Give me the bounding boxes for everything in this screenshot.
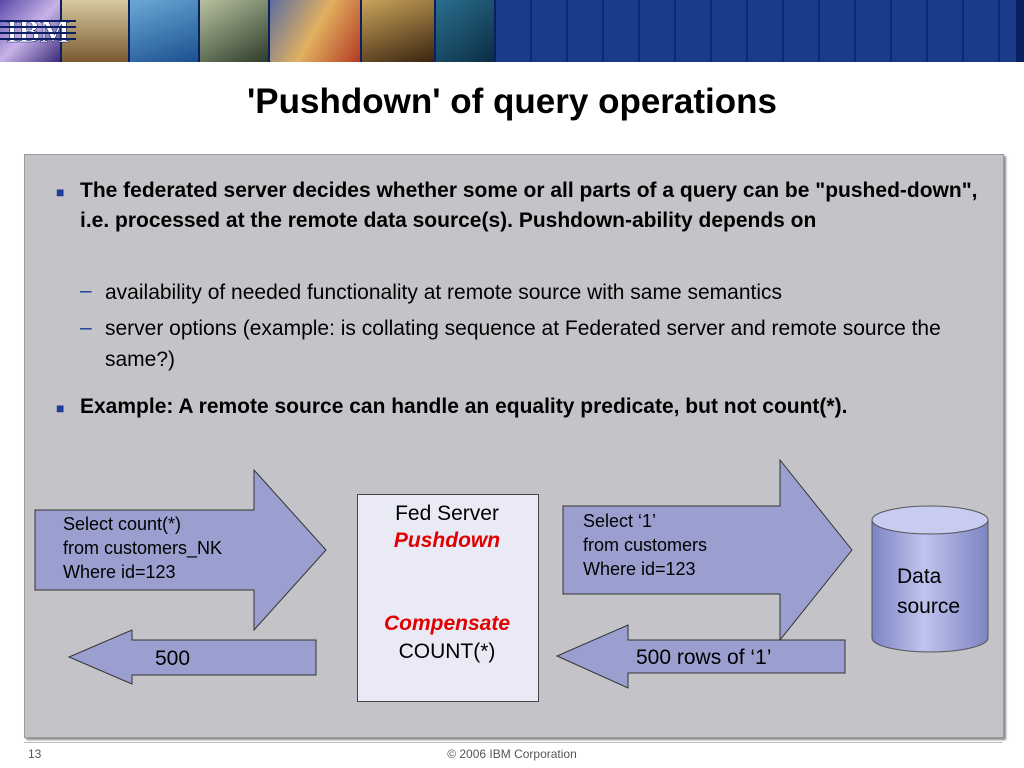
banner-photo-tile [0,0,60,62]
svg-text:IBM: IBM [6,13,70,49]
banner-photo-tile [362,0,434,62]
pushdown-label: Pushdown [393,529,501,552]
banner-photo-tile [270,0,360,62]
data-source-label: source [897,595,961,618]
request-arrow-shape [34,468,327,632]
remote-query-line: Select ‘1’ [583,511,657,531]
header-banner: IBM [0,0,1024,62]
remote-query-line: Where id=123 [583,559,696,579]
fed-server-box [357,494,539,702]
remote-result-label: 500 rows of ‘1’ [636,646,772,669]
bullet-text: Example: A remote source can handle an e… [80,395,848,418]
remote-query-line: from customers [583,535,708,555]
copyright: © 2006 IBM Corporation [447,747,577,761]
bullet-marker: ■ [56,184,65,200]
client-query-line: from customers_NK [63,538,223,558]
bullet-marker: ■ [56,400,65,416]
bullet-text: The federated server decides whether som… [80,179,978,232]
client-result-label: 500 [155,647,191,670]
count-label: COUNT(*) [398,640,496,663]
sub-bullet-marker: – [80,316,92,339]
ibm-logo: IBM [0,13,76,49]
sub-bullet-text: availability of needed functionality at … [105,281,783,304]
remote-result-arrow-shape [555,624,846,689]
compensate-label: Compensate [383,612,511,635]
database-cylinder-icon [871,505,989,653]
banner-photo-tile [200,0,268,62]
page-number: 13 [28,747,42,761]
sub-bullet-marker: – [80,279,92,302]
banner-photo-tile [436,0,494,62]
banner-photo-tile [130,0,198,62]
fed-server-title: Fed Server [395,502,499,525]
footer-divider [24,742,1002,743]
banner-grid [496,0,1016,62]
slide-title: 'Pushdown' of query operations [246,82,777,121]
sub-bullet-text: server options (example: is collating se… [105,317,941,371]
data-source-label: Data [897,565,942,588]
client-query-line: Select count(*) [63,514,182,534]
remote-request-arrow-shape [562,458,853,642]
client-query-line: Where id=123 [63,562,176,582]
result-arrow-shape [67,629,317,685]
banner-photo-tile [62,0,128,62]
